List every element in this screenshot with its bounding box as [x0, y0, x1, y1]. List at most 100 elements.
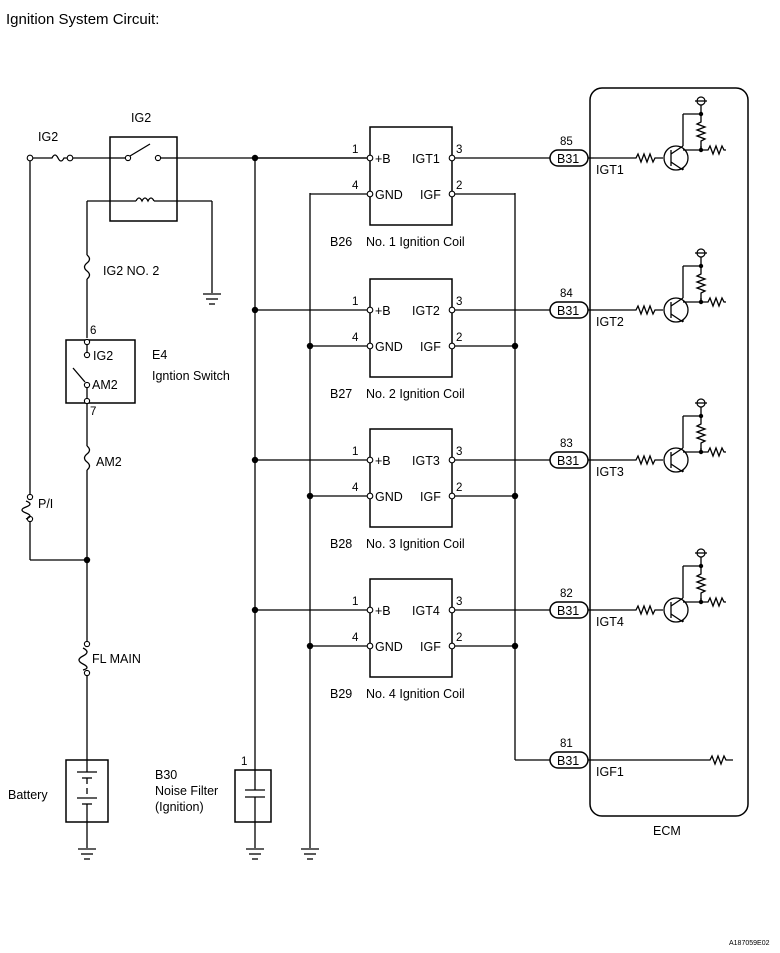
battery-icon [65, 759, 109, 823]
connector-code: B31 [557, 454, 579, 468]
coil-terminal [366, 606, 374, 614]
switch-ig2-terminal-label: IG2 [93, 349, 113, 363]
coil-code: B28 [330, 537, 352, 551]
resistor-icon [695, 416, 707, 452]
resistor-icon [701, 296, 726, 308]
connector-pin: 81 [560, 738, 573, 750]
coil-pin-gnd: 4 [352, 482, 359, 494]
noise-filter-capacitor-icon [234, 769, 272, 823]
transistor-icon [663, 297, 689, 323]
am2-fuse-label: AM2 [96, 455, 122, 469]
pi-fusible-link-icon [21, 493, 34, 523]
ig2-relay-label: IG2 [131, 111, 151, 125]
coil-terminal [448, 306, 456, 314]
coil-label-igf: IGF [420, 340, 441, 354]
coil-terminal [448, 606, 456, 614]
coil-pin-igt: 3 [456, 144, 462, 156]
noise-filter-name: Noise Filter [155, 784, 218, 798]
coil-terminal [448, 456, 456, 464]
ignition-switch [65, 338, 136, 405]
ecm-box [589, 87, 749, 817]
coil-pin-igf: 2 [456, 332, 462, 344]
connector-pin: 83 [560, 438, 573, 450]
connector-pin: 84 [560, 288, 573, 300]
coil-terminal [366, 306, 374, 314]
noise-filter-pin: 1 [241, 756, 247, 768]
resistor-icon [594, 304, 663, 316]
coil-label-gnd: GND [375, 188, 403, 202]
ground-icon [246, 848, 264, 860]
fl-main-label: FL MAIN [92, 652, 141, 666]
coil-label-b: +B [375, 454, 391, 468]
coil-pin-gnd: 4 [352, 632, 359, 644]
coil-label-igf: IGF [420, 490, 441, 504]
coil-terminal [448, 154, 456, 162]
coil-label-gnd: GND [375, 490, 403, 504]
ecm-signal-label: IGT2 [596, 315, 624, 329]
coil-label-igt: IGT2 [412, 304, 440, 318]
coil-terminal [366, 456, 374, 464]
ig2-no2-fuse-icon [83, 254, 91, 280]
noise-filter-desc: (Ignition) [155, 800, 204, 814]
resistor-icon [701, 446, 726, 458]
switch-code: E4 [152, 348, 167, 362]
ground-icon [78, 848, 96, 860]
coil-label-igt: IGT3 [412, 454, 440, 468]
coil-label-igt: IGT1 [412, 152, 440, 166]
coil-pin-b: 1 [352, 144, 358, 156]
resistor-icon [695, 566, 707, 602]
ig2-relay [109, 136, 178, 222]
resistor-icon [695, 266, 707, 302]
coil-terminal [448, 492, 456, 500]
ecm-signal-label: IGT3 [596, 465, 624, 479]
coil-pin-gnd: 4 [352, 332, 359, 344]
transistor-icon [663, 145, 689, 171]
coil-label-gnd: GND [375, 640, 403, 654]
coil-name: No. 2 Ignition Coil [366, 387, 465, 401]
switch-pin-6: 6 [90, 325, 96, 337]
ig2-no2-fuse-label: IG2 NO. 2 [103, 264, 159, 278]
coil-terminal [448, 342, 456, 350]
ecm-signal-label: IGF1 [596, 765, 624, 779]
ground-icon [203, 293, 221, 305]
coil-pin-igt: 3 [456, 596, 462, 608]
diagram-title: Ignition System Circuit: [6, 11, 159, 28]
coil-terminal [366, 492, 374, 500]
connector-pin: 85 [560, 136, 573, 148]
figure-id: A187059E02 [729, 940, 770, 947]
coil-pin-b: 1 [352, 446, 358, 458]
resistor-icon [695, 114, 707, 150]
ig2-fuse-icon [26, 154, 74, 162]
coil-pin-igt: 3 [456, 446, 462, 458]
coil-terminal [366, 154, 374, 162]
resistor-icon [594, 454, 663, 466]
transistor-icon [663, 447, 689, 473]
fl-main-fusible-link-icon [78, 640, 91, 677]
connector-code: B31 [557, 604, 579, 618]
battery-label: Battery [8, 788, 48, 802]
coil-label-b: +B [375, 604, 391, 618]
coil-terminal [366, 342, 374, 350]
coil-pin-gnd: 4 [352, 180, 359, 192]
coil-pin-igf: 2 [456, 632, 462, 644]
coil-label-b: +B [375, 304, 391, 318]
coil-name: No. 4 Ignition Coil [366, 687, 465, 701]
coil-pin-igf: 2 [456, 180, 462, 192]
resistor-icon [701, 596, 726, 608]
coil-terminal [366, 190, 374, 198]
coil-name: No. 3 Ignition Coil [366, 537, 465, 551]
pi-fuse-label: P/I [38, 497, 53, 511]
coil-name: No. 1 Ignition Coil [366, 235, 465, 249]
resistor-icon [594, 152, 663, 164]
switch-pin-7: 7 [90, 406, 96, 418]
coil-label-igf: IGF [420, 188, 441, 202]
resistor-icon [594, 754, 733, 766]
